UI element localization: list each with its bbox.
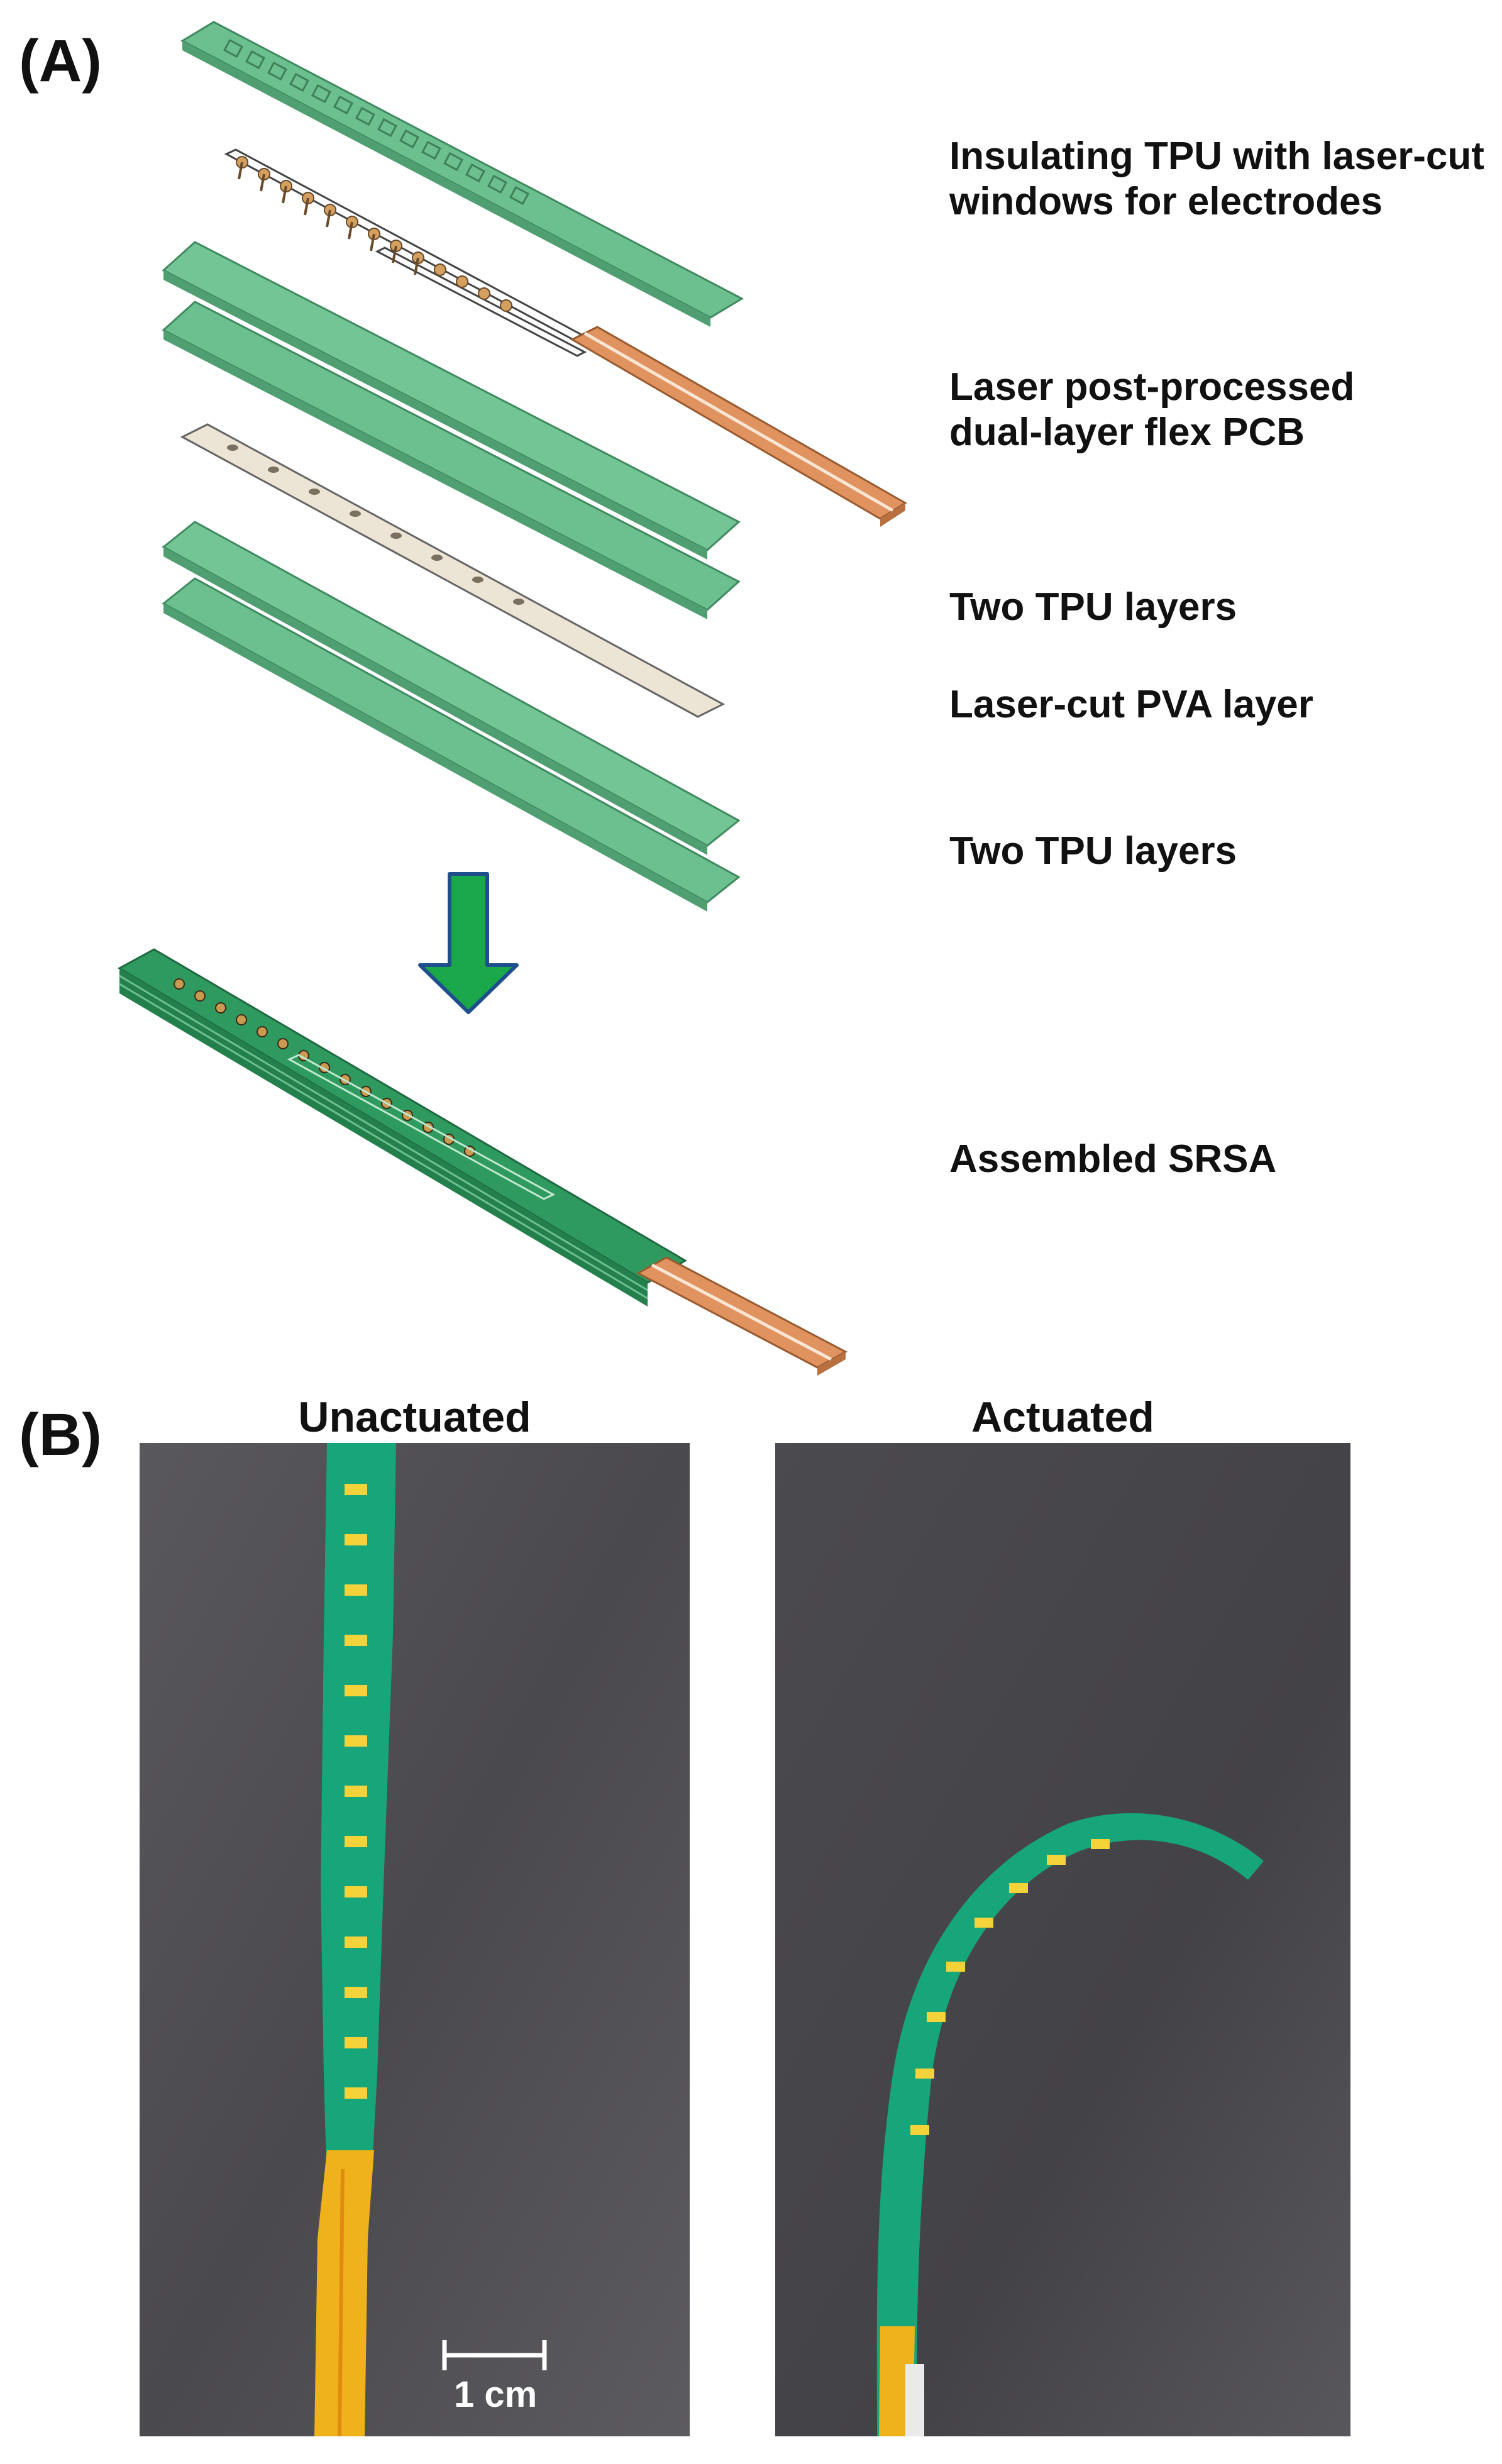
title-actuated: Actuated: [971, 1393, 1154, 1441]
assembled-srsa: [117, 948, 848, 1376]
flex-pcb-layer: [224, 148, 907, 527]
label-assembled-srsa: Assembled SRSA: [949, 1137, 1277, 1181]
title-unactuated: Unactuated: [298, 1393, 531, 1441]
pva-layer: [180, 423, 726, 718]
label-tpu-layers-top: Two TPU layers: [949, 585, 1237, 629]
insulating-tpu-layer: [180, 21, 744, 327]
label-tpu-layers-bottom: Two TPU layers: [949, 829, 1237, 873]
panel-b-label: (B): [19, 1401, 102, 1468]
label-insulating-tpu: Insulating TPU with laser-cut windows fo…: [949, 135, 1484, 223]
assembly-arrow: [418, 872, 519, 1014]
label-flex-pcb: Laser post-processed dual-layer flex PCB: [949, 365, 1355, 454]
scale-bar-label: 1 cm: [454, 2374, 538, 2415]
photo-actuated: [775, 1443, 1350, 2436]
panel-a-label: (A): [19, 28, 102, 94]
label-pva-layer: Laser-cut PVA layer: [949, 683, 1313, 726]
scale-bar: [442, 2340, 547, 2370]
tpu-layers-bottom: [162, 521, 741, 912]
tpu-layers-top: [162, 241, 741, 619]
photo-unactuated: [140, 1443, 690, 2437]
